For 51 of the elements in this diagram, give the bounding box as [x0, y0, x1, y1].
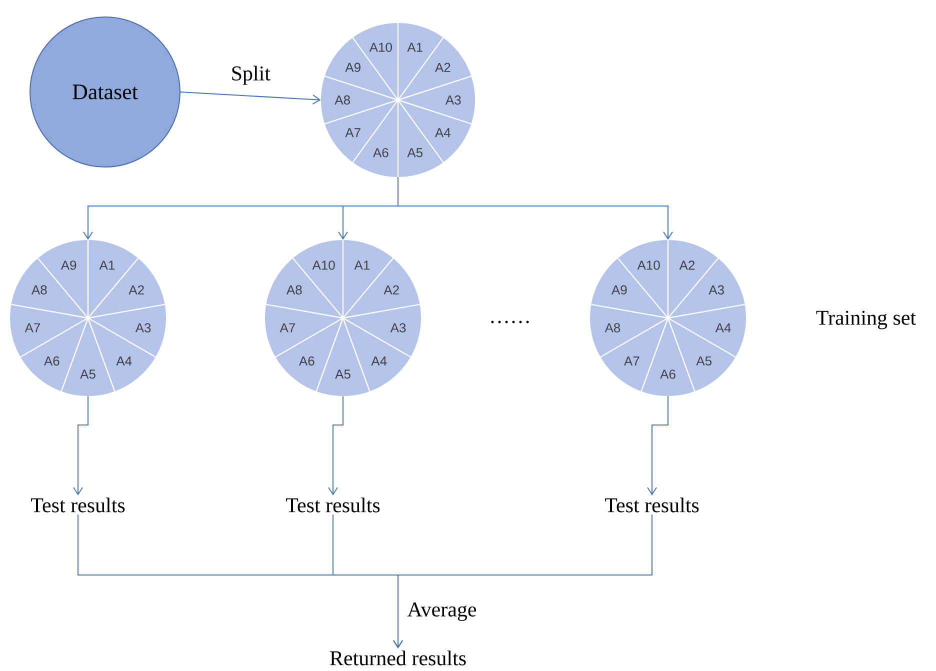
arrow [398, 176, 673, 240]
segment-label: A10 [312, 260, 335, 270]
segment-label: A5 [335, 370, 350, 379]
segment-label: A1 [354, 260, 370, 270]
arrow [647, 396, 668, 496]
segment-label: A5 [80, 370, 96, 379]
edge-label: Split [230, 64, 272, 86]
segment-label: A10 [369, 42, 392, 52]
ellipsis-text: …… [491, 320, 529, 324]
segment-label: A7 [624, 356, 640, 366]
segment-label: A9 [612, 285, 627, 294]
segment-label: A6 [660, 370, 676, 379]
segment-label: A4 [435, 128, 450, 138]
segment-label: A2 [435, 62, 450, 72]
segment-label: A10 [637, 260, 660, 270]
segment-label: A4 [715, 323, 731, 332]
arrow [180, 92, 321, 105]
segment-label: A9 [345, 62, 360, 72]
segment-label: A3 [390, 323, 406, 332]
segment-label: A7 [280, 323, 295, 332]
result-text: Test results [31, 498, 125, 512]
result-text: Returned results [330, 650, 466, 666]
segment-label: A1 [407, 42, 422, 52]
segment-label: A5 [407, 148, 422, 158]
segment-label: A8 [334, 95, 350, 105]
result-text: Test results [605, 498, 699, 512]
edge-label: Average [406, 602, 478, 622]
segment-label: A8 [286, 285, 302, 294]
arrow [393, 514, 652, 648]
segment-label: A3 [135, 323, 151, 332]
arrow [73, 396, 88, 496]
segment-label: A3 [708, 285, 724, 294]
segment-label: A8 [604, 323, 620, 332]
segment-label: A2 [128, 285, 144, 294]
segment-label: A7 [24, 323, 40, 332]
segment-label: A9 [60, 260, 76, 270]
segment-label: A6 [299, 356, 314, 366]
arrow [328, 396, 344, 496]
segment-label: A2 [384, 285, 399, 294]
segment-label: A6 [44, 356, 60, 366]
segment-label: A3 [446, 95, 461, 105]
segment-label: A6 [373, 148, 388, 158]
segment-label: A4 [371, 356, 387, 366]
segment-label: A4 [116, 356, 132, 366]
side-label: Training set [816, 310, 916, 330]
result-text: Test results [286, 498, 380, 512]
segment-label: A2 [679, 260, 694, 270]
segment-label: A8 [32, 285, 47, 294]
segment-label: A7 [345, 128, 360, 138]
segment-label: A5 [696, 356, 712, 366]
segment-label: A1 [99, 260, 115, 270]
